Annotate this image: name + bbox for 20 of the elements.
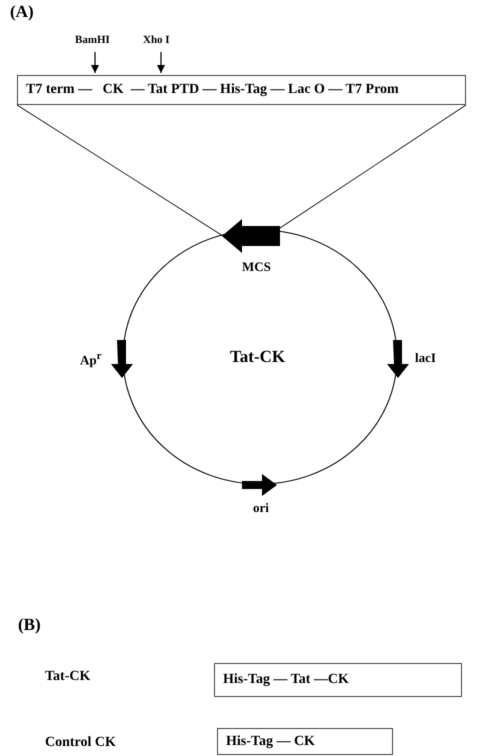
- construct-box: His-Tag — CK: [217, 728, 393, 755]
- region-label: MCS: [242, 259, 271, 275]
- construct-box: His-Tag — Tat —CK: [214, 663, 462, 697]
- gene-label: Ap$^{r}$: [80, 350, 102, 368]
- restriction-site-label: Xho I: [143, 34, 179, 50]
- panel-label: (B): [18, 615, 41, 635]
- arrow: [91, 52, 99, 73]
- arrow: [157, 52, 165, 73]
- plasmid-name: Tat-CK: [230, 347, 286, 367]
- restriction-site-label: BamHI: [75, 34, 115, 50]
- construct-name: Tat-CK: [45, 669, 90, 685]
- construct-name: Control CK: [45, 735, 116, 751]
- plasmid-circle: [122, 229, 398, 485]
- zoom-line: [280, 104, 466, 228]
- panel-label: (A): [10, 2, 34, 22]
- zoom-line: [16, 104, 224, 236]
- gene-label: lacI: [415, 350, 436, 366]
- gene-label: ori: [253, 500, 269, 516]
- mcs-arrow: [222, 219, 280, 253]
- construct-box: T7 term — CK — Tat PTD — His-Tag — Lac O — T7 Prom: [17, 75, 466, 105]
